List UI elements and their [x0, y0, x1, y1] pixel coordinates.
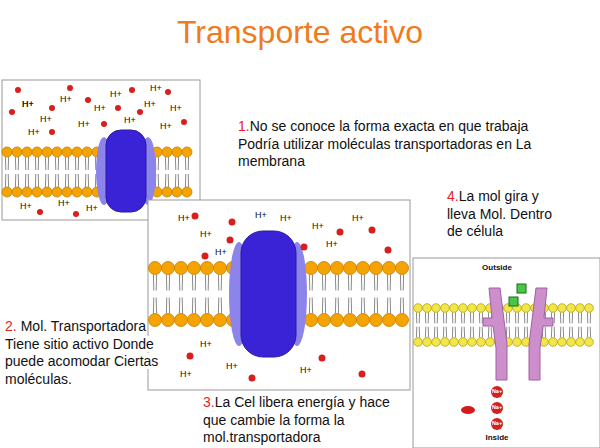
note-text: Mol. Transportadora Tiene sitio activo D…	[5, 318, 158, 387]
ion-label: H+	[226, 362, 238, 371]
callout-number: 2.	[5, 318, 17, 334]
ion-label: H+	[200, 230, 212, 239]
ion-label: H+	[110, 90, 122, 99]
callout-number: 3.	[203, 394, 215, 410]
title: Transporte activo	[0, 14, 600, 51]
ion-label: H+	[58, 199, 70, 208]
ion-label: H+	[170, 104, 182, 113]
membrane-panel-1	[2, 80, 200, 220]
note-block: 4.La mol gira y lleva Mol. Dentro de cél…	[447, 188, 571, 241]
note-block: 3.La Cel libera energía y hace que cambi…	[203, 394, 395, 447]
ion-label: H+	[78, 120, 90, 129]
ion-label: H+	[150, 84, 162, 93]
ion-label: H+	[160, 122, 172, 131]
ion-label: Na+	[492, 421, 502, 427]
callout-number: 4.	[447, 188, 459, 204]
ion-label: H+	[180, 370, 192, 379]
side-label: Outside	[482, 264, 512, 272]
ion-label: H+	[124, 116, 136, 125]
ion-label: H+	[28, 128, 40, 137]
membrane-panel-3	[413, 258, 600, 448]
ion-label: H+	[144, 100, 156, 109]
ion-label: H+	[60, 95, 72, 104]
note-block: 2.Mol. Transportadora Tiene sitio activo…	[5, 318, 167, 388]
note-block: 1.No se conoce la forma exacta en que tr…	[238, 118, 558, 171]
ion-label: H+	[352, 214, 364, 223]
ion-label: H+	[300, 366, 312, 375]
ion-label: H+	[200, 340, 212, 349]
note-text: La Cel libera energía y hace que cambie …	[203, 394, 390, 445]
ion-label: H+	[326, 240, 338, 249]
membrane-panel-2	[148, 200, 410, 390]
ion-label: H+	[178, 214, 190, 223]
ion-label: H+	[215, 248, 227, 257]
ion-label: H+	[40, 115, 52, 124]
side-label: Inside	[485, 434, 508, 442]
ion-label: Na+	[492, 389, 502, 395]
ion-label: Na+	[492, 405, 502, 411]
note-text: La mol gira y lleva Mol. Dentro de célul…	[447, 188, 552, 239]
ion-label: H+	[86, 204, 98, 213]
note-text: No se conoce la forma exacta en que trab…	[238, 118, 531, 169]
ion-label: H+	[280, 214, 292, 223]
ion-label: H+	[20, 202, 32, 211]
ion-label: H+	[22, 100, 34, 109]
ion-label: H+	[312, 222, 324, 231]
callout-number: 1.	[238, 118, 250, 134]
ion-label: H+	[255, 211, 267, 220]
ion-label: H+	[94, 104, 106, 113]
